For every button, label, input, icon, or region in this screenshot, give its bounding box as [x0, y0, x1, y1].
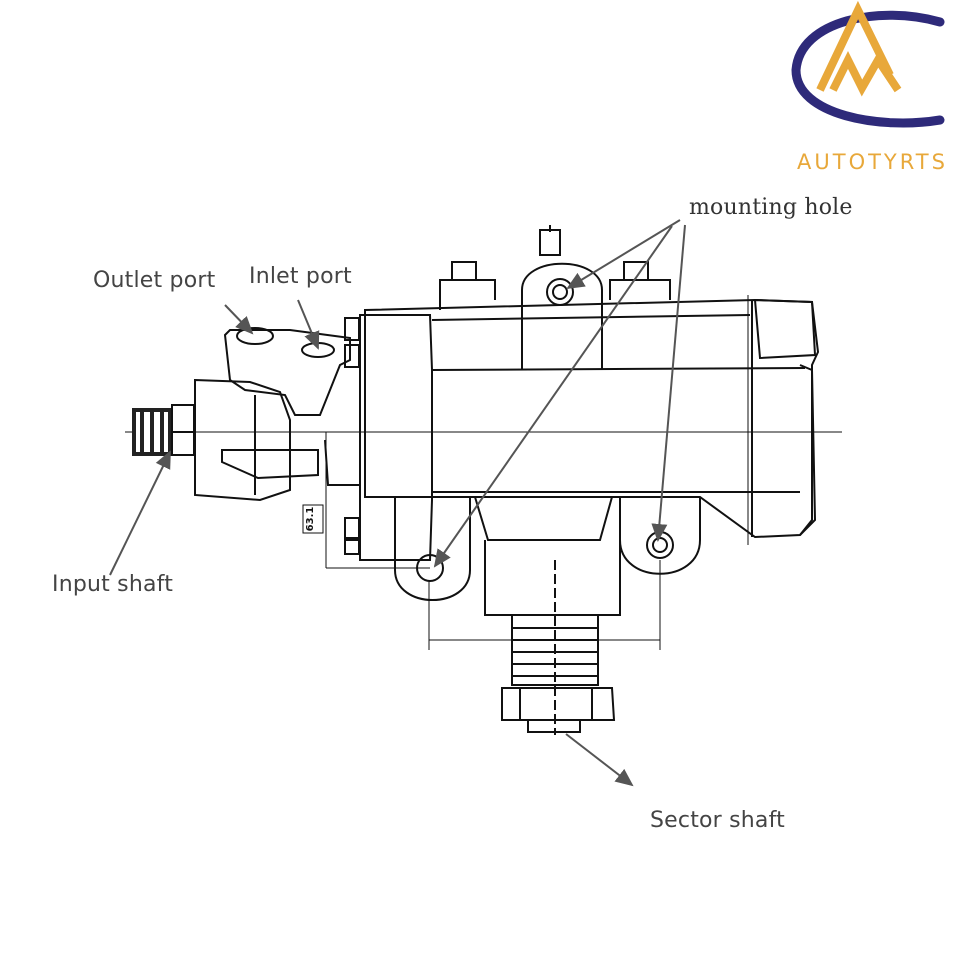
bottom-lugs: [394, 496, 701, 601]
arrow-outlet-port: [224, 304, 254, 335]
label-mounting-hole: mounting hole: [689, 195, 853, 220]
label-inlet-port: Inlet port: [249, 264, 352, 289]
arrow-inlet-port: [297, 299, 320, 350]
label-sector-shaft: Sector shaft: [650, 808, 785, 833]
dimension-lines: [302, 295, 749, 650]
arrow-input-shaft: [109, 450, 171, 576]
brand-name: AUTOTYRTS: [797, 150, 948, 174]
label-input-shaft: Input shaft: [52, 572, 174, 597]
autotyrts-logo: [791, 0, 945, 128]
arrow-mounting-hole-1: [566, 219, 681, 290]
arrow-mounting-hole-3: [651, 224, 686, 542]
input-shaft-splines: [132, 404, 195, 456]
label-outlet-port: Outlet port: [93, 268, 216, 293]
sector-shaft-assembly: [484, 540, 621, 735]
gear-housing: [364, 298, 820, 539]
dimension-value: 63.1: [305, 507, 316, 532]
arrow-sector-shaft: [565, 733, 634, 787]
end-plate: [324, 314, 433, 561]
top-bracket: [439, 225, 671, 370]
arrow-mounting-hole-2: [433, 225, 673, 568]
callout-arrows: [109, 219, 686, 787]
